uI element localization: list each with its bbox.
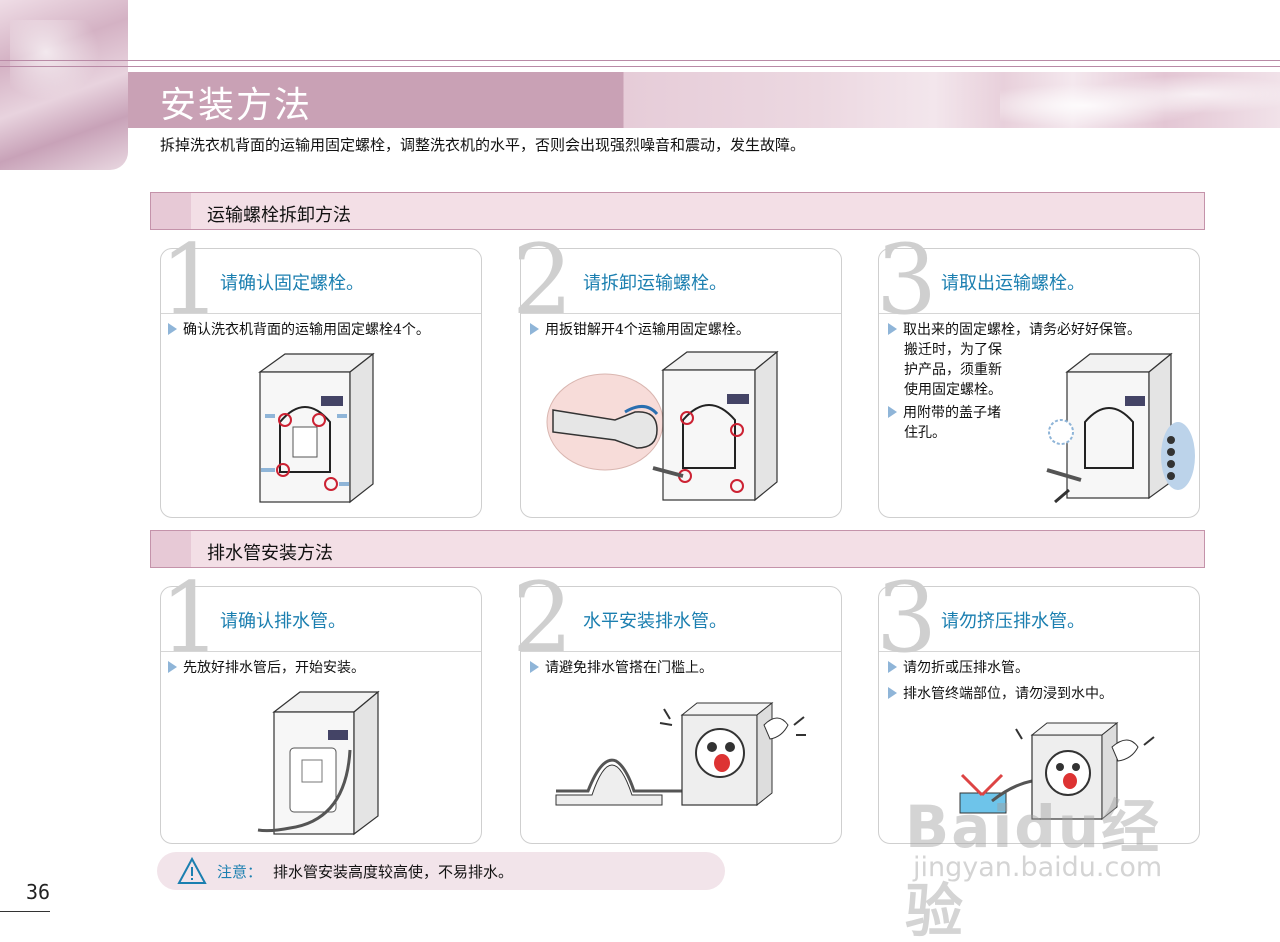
step-bullet: 用附带的盖子堵 住孔。: [888, 403, 1001, 443]
caution-text: 排水管安装高度较高使，不易排水。: [273, 861, 513, 882]
warning-triangle-icon: [177, 857, 207, 885]
section-bar-drain-hose: 排水管安装方法: [150, 530, 1205, 568]
step-number: 3: [876, 570, 937, 666]
section-label: 运输螺栓拆卸方法: [207, 201, 351, 227]
step-number: 1: [160, 570, 221, 666]
intro-text: 拆掉洗衣机背面的运输用固定螺栓，调整洗衣机的水平，否则会出现强烈噪音和震动，发生…: [160, 134, 805, 155]
step-bullet: 排水管终端部位，请勿浸到水中。: [888, 684, 1113, 704]
bolt-removal-illustration: [1045, 352, 1195, 512]
step-number: 2: [512, 570, 573, 666]
bullet-triangle-icon: [888, 323, 897, 335]
step-number: 1: [160, 232, 221, 328]
top-rule-2: [0, 66, 1280, 67]
step-title: 请拆卸运输螺栓。: [583, 269, 727, 295]
drain-hose-back-illustration: [250, 690, 380, 840]
step-number: 2: [512, 232, 573, 328]
bullet-triangle-icon: [888, 661, 897, 673]
page-number-rule: [0, 911, 50, 912]
watermark-url: jingyan.baidu.com: [913, 852, 1162, 883]
step-number: 3: [876, 232, 937, 328]
step-bullet: 请避免排水管搭在门槛上。: [530, 658, 713, 678]
step-bullet: 用扳钳解开4个运输用固定螺栓。: [530, 320, 750, 340]
bullet-triangle-icon: [168, 323, 177, 335]
step-title: 请确认固定螺栓。: [220, 269, 364, 295]
caution-label: 注意：: [217, 861, 262, 882]
section-bar-bolts: 运输螺栓拆卸方法: [150, 192, 1205, 230]
page-number: 36: [26, 880, 50, 904]
bullet-triangle-icon: [168, 661, 177, 673]
wrench-illustration: [545, 350, 830, 510]
bullet-triangle-icon: [530, 661, 539, 673]
washer-back-illustration: [255, 352, 380, 512]
step-title: 水平安装排水管。: [583, 607, 727, 633]
step-title: 请取出运输螺栓。: [941, 269, 1085, 295]
step-title: 请勿挤压排水管。: [941, 607, 1085, 633]
bullet-triangle-icon: [888, 406, 897, 418]
bullet-triangle-icon: [530, 323, 539, 335]
bullet-triangle-icon: [888, 687, 897, 699]
page-title: 安装方法: [160, 76, 312, 128]
caution-note: 注意： 排水管安装高度较高使，不易排水。: [157, 852, 725, 890]
threshold-warning-illustration: [552, 695, 812, 820]
cloud-decoration: [1000, 72, 1280, 128]
top-rule: [0, 60, 1280, 61]
step-bullet: 请勿折或压排水管。: [888, 658, 1029, 678]
section-label: 排水管安装方法: [207, 539, 333, 565]
step-title: 请确认排水管。: [220, 607, 346, 633]
corner-decoration: [0, 0, 128, 170]
step-bullet: 先放好排水管后，开始安装。: [168, 658, 365, 678]
watermark: Baidu经验 jingyan.baidu.com: [905, 780, 1215, 890]
step-bullet: 确认洗衣机背面的运输用固定螺栓4个。: [168, 320, 430, 340]
